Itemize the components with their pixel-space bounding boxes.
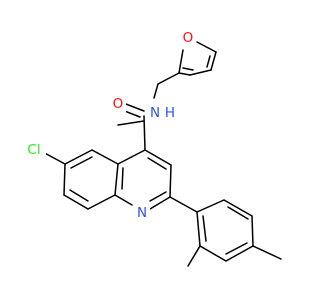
label-background (110, 96, 126, 113)
label-background (148, 105, 176, 122)
bond (199, 245, 227, 262)
molecule-structure: O O N H N Cl (22, 29, 282, 267)
bond (147, 157, 167, 170)
chlorine-label: Cl (27, 142, 40, 158)
bond (196, 199, 225, 213)
bond (206, 55, 211, 68)
bond (125, 103, 145, 112)
bond (153, 83, 159, 99)
bond (144, 149, 172, 166)
bond (251, 215, 254, 247)
bond (114, 194, 133, 206)
amide-hydrogen-label: H (165, 105, 175, 121)
bond (202, 215, 207, 242)
bond (114, 163, 119, 196)
bond (178, 72, 191, 76)
bond (169, 164, 172, 198)
bond (187, 245, 201, 267)
carbonyl-oxygen-label: O (113, 96, 124, 112)
bond (117, 120, 145, 126)
bond (149, 196, 171, 210)
bond (87, 194, 116, 210)
bond (69, 189, 89, 202)
label-background (134, 205, 150, 222)
ring-nitrogen-label: N (137, 205, 147, 221)
bond (196, 41, 217, 53)
bond (157, 72, 180, 85)
bond (64, 149, 93, 165)
bond (225, 242, 248, 255)
bond (121, 167, 124, 190)
bond (70, 156, 93, 169)
bond (225, 245, 254, 262)
bond (252, 245, 282, 260)
bond (143, 115, 146, 151)
label-background (180, 29, 196, 46)
bond (210, 51, 217, 71)
bonds (38, 41, 282, 267)
bond (196, 211, 201, 247)
bond (189, 69, 212, 76)
bond (91, 149, 119, 165)
furan-oxygen-label: O (183, 30, 194, 46)
bond (63, 194, 89, 210)
bond (227, 206, 249, 220)
atom-labels: O O N H N Cl (22, 29, 196, 222)
bond (63, 163, 66, 196)
bond (117, 149, 146, 165)
molecule-canvas: O O N H N Cl (22, 29, 282, 267)
amide-nitrogen-label: N (150, 105, 160, 121)
bond (169, 196, 198, 213)
bond (178, 49, 184, 74)
bond (182, 67, 194, 71)
bond (149, 191, 167, 202)
bond (223, 199, 253, 217)
label-background (22, 141, 46, 158)
